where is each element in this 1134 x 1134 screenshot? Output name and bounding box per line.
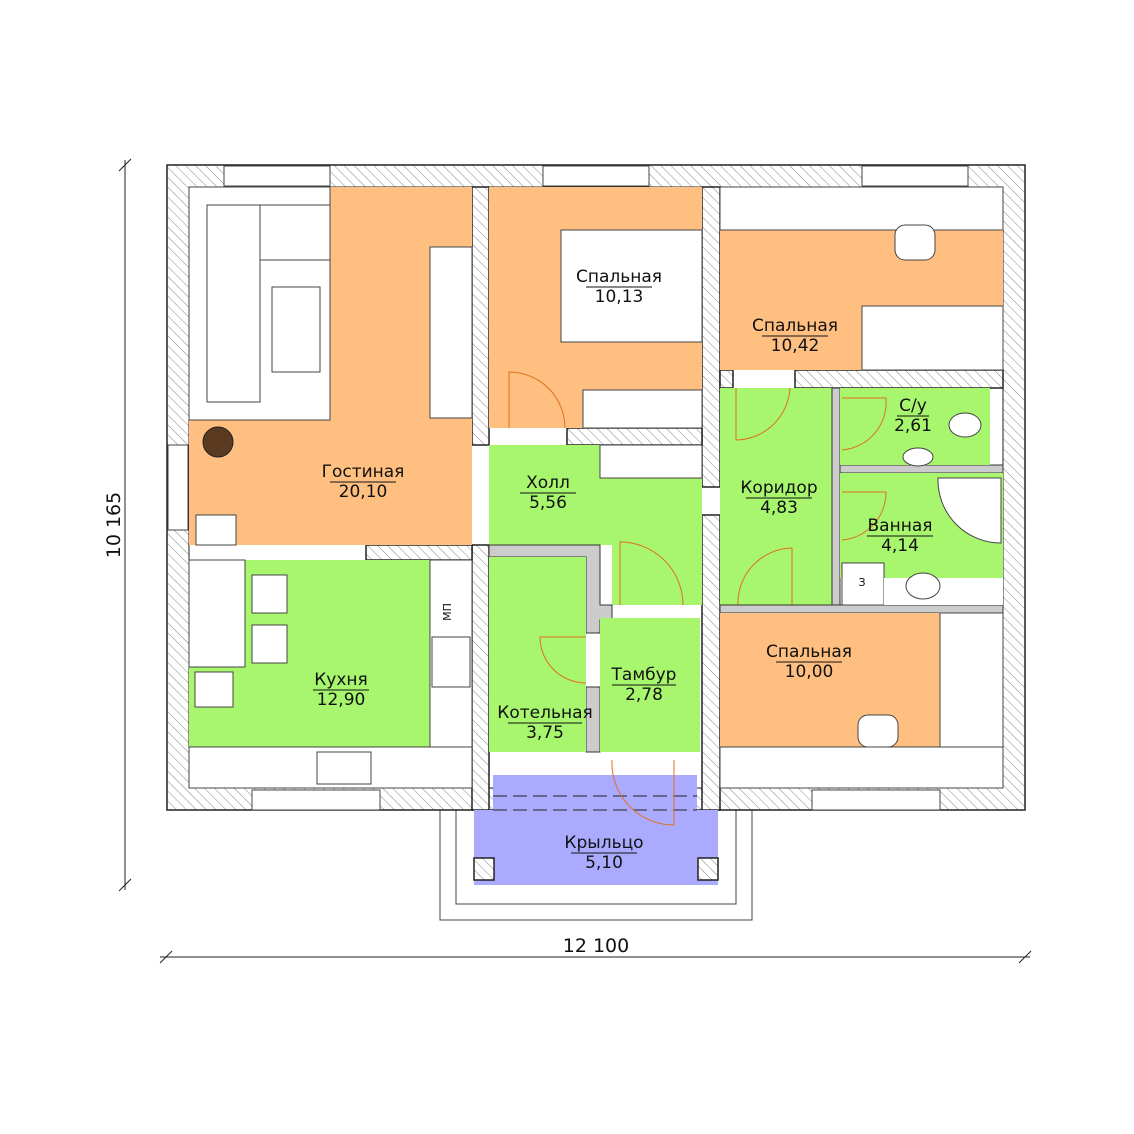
chair [251,624,288,664]
pillar [473,857,495,881]
room-name: Котельная [497,703,592,723]
room-name: Ванная [868,516,933,536]
room-area: 2,78 [625,685,663,705]
wall-kitchen-boiler [471,544,490,811]
door-arc [508,371,566,429]
counter [188,559,246,668]
toilet-icon [948,412,982,438]
tv-unit [429,246,473,419]
chair [251,574,288,614]
room-area: 4,83 [760,498,798,518]
room-vestibule[interactable]: Тамбур 2,78 [600,618,700,752]
wall-bedroom-hall [566,427,703,446]
room-area: 10,42 [771,336,820,356]
room-wc[interactable]: С/у 2,61 [840,388,990,467]
dimension-height: 10 165 [103,158,132,892]
door-arc [735,387,791,441]
room-name: Кухня [314,670,368,690]
room-name: Спальная [752,316,838,336]
room-name: Холл [526,473,570,493]
partition [831,387,841,619]
single-bed [939,612,1004,753]
plant-icon [202,426,234,458]
door-arc [539,636,587,684]
shower-icon [937,477,1002,544]
room-kitchen[interactable]: МП Кухня 12,90 [188,559,473,789]
room-name: Коридор [740,478,817,498]
room-area: 10,00 [785,662,834,682]
chair [194,671,234,708]
windows [167,165,969,811]
wardrobe [599,444,703,479]
svg-text:12 100: 12 100 [563,935,629,957]
room-area: 4,14 [881,536,919,556]
stove-icon [431,636,471,688]
room-hall[interactable]: Холл 5,56 [489,444,703,606]
chair [857,714,899,748]
coffee-table [271,286,321,373]
double-bed [560,229,703,343]
wall-kitchen-top [365,544,473,561]
room-name: Крыльцо [564,833,643,853]
room-boiler[interactable]: Котельная 3,75 [489,557,593,752]
wardrobe [719,186,1004,231]
room-bedroom-1[interactable]: Спальная 10,13 [489,187,703,429]
room-name: Гостиная [322,462,405,482]
room-area: 5,56 [529,493,567,513]
armchair [195,514,237,546]
pillar [697,857,719,881]
svg-text:10 165: 10 165 [103,492,125,558]
room-area: 20,10 [339,482,388,502]
door-arc [619,541,684,606]
door-arc [841,397,887,451]
partition [719,604,1004,614]
room-area: 3,75 [526,723,564,743]
wall-vestibule-bedroom [701,514,721,811]
sink-icon [316,751,372,785]
room-area: 5,10 [585,853,623,873]
room-area: 10,13 [595,287,644,307]
wardrobe [719,746,1004,789]
sink-icon [905,572,941,600]
storage-label: З [858,576,865,589]
room-porch[interactable]: Крыльцо 5,10 [473,759,719,885]
room-name: С/у [899,396,927,416]
room-bedroom-3[interactable]: Спальная 10,00 [719,612,1004,789]
dimension-width: 12 100 [159,935,1032,964]
wall-living-bedroom [471,186,490,446]
chair [894,224,936,261]
room-bedroom-2[interactable]: Спальная 10,42 [719,186,1004,371]
wall-stub [719,369,734,389]
wall-bedroom-bedroom [701,186,721,488]
door-arc [611,759,675,826]
door-arc [737,547,793,606]
room-living[interactable]: Гостиная 20,10 [188,186,473,546]
single-bed [861,305,1004,371]
wall-bedroom2-wc [794,369,1004,389]
room-bath[interactable]: З Ванная 4,14 [840,473,1003,606]
door-arc [841,491,887,541]
room-area: 12,90 [317,690,366,710]
wardrobe [582,389,703,429]
room-area: 2,61 [894,416,932,436]
room-name: Спальная [766,642,852,662]
sink-icon [902,447,934,467]
room-name: Спальная [576,267,662,287]
room-corridor[interactable]: Коридор 4,83 [720,387,832,606]
room-name: Тамбур [611,665,677,685]
dishwasher-label: МП [441,603,454,621]
